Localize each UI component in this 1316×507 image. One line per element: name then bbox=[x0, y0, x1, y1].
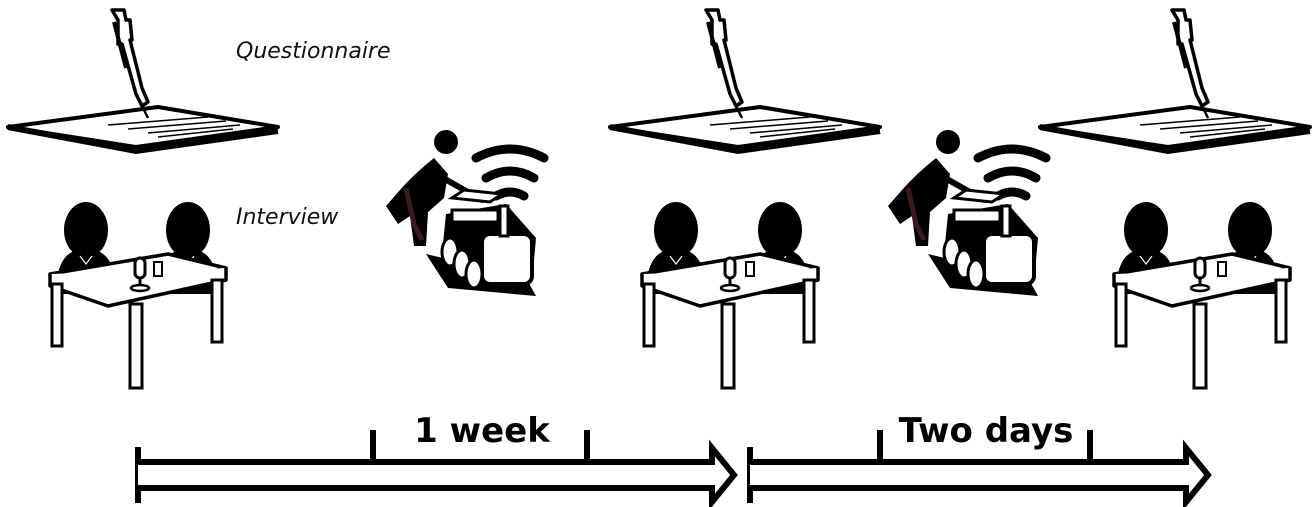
pen-icon bbox=[1172, 10, 1208, 118]
interval-label-1: 1 week bbox=[414, 411, 551, 451]
interview-label: Interview bbox=[236, 205, 339, 230]
interview-3 bbox=[1114, 202, 1290, 388]
microphone-icon bbox=[721, 258, 739, 291]
microphone-icon bbox=[1191, 258, 1209, 291]
interval-label-2: Two days bbox=[899, 411, 1074, 451]
questionnaire-2 bbox=[610, 10, 880, 151]
pen-icon bbox=[706, 10, 742, 118]
questionnaire-1 bbox=[8, 10, 278, 151]
interview-1 bbox=[50, 202, 226, 388]
questionnaire-label: Questionnaire bbox=[236, 39, 391, 64]
teleoperation-scene-2 bbox=[888, 130, 1046, 296]
teleoperation-scene-1 bbox=[386, 130, 544, 296]
paper-icon bbox=[610, 107, 880, 151]
interview-2 bbox=[642, 202, 818, 388]
questionnaire-3 bbox=[1040, 10, 1310, 151]
paper-icon bbox=[8, 107, 278, 151]
paper-icon bbox=[1040, 107, 1310, 151]
microphone-icon bbox=[131, 258, 149, 291]
pen-icon bbox=[112, 10, 148, 118]
